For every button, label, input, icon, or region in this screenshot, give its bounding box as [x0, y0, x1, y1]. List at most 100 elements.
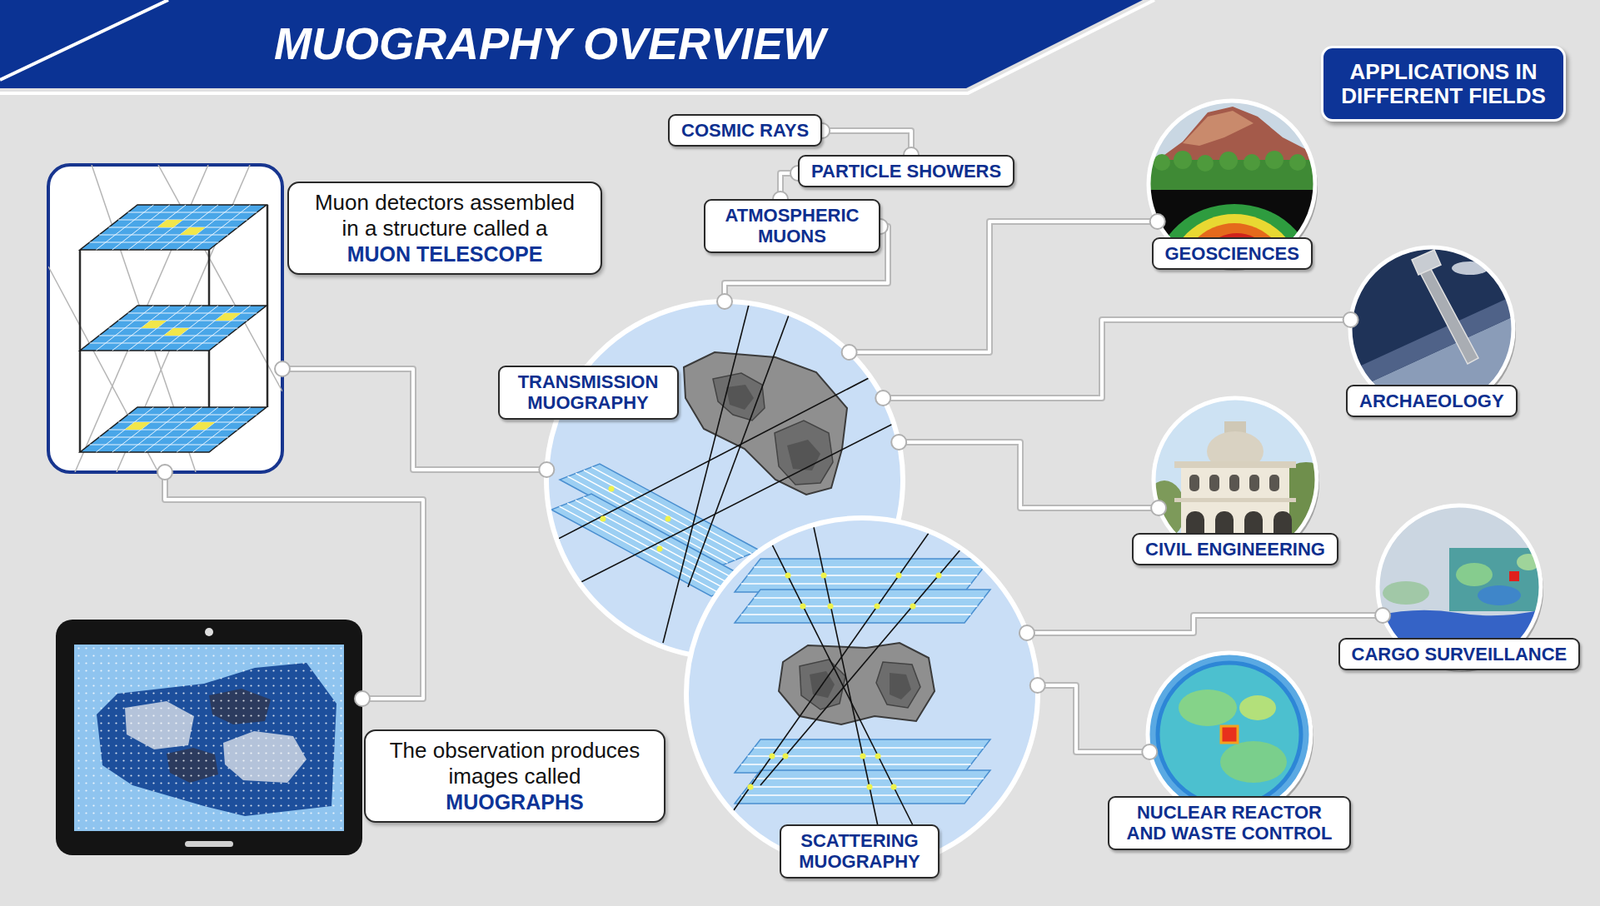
node-label: APPLICATIONS IN DIFFERENT FIELDS — [1338, 59, 1549, 108]
nuclear-picture — [1239, 695, 1277, 721]
application-circle: CIVIL ENGINEERING — [1131, 398, 1339, 566]
node-label: PARTICLE SHOWERS — [811, 160, 1002, 182]
geosciences-picture — [1148, 106, 1316, 192]
callout-text: The observation produces images called — [382, 737, 648, 790]
label-box: GEOSCIENCES — [1151, 237, 1313, 270]
connector — [1019, 608, 1391, 641]
connector-line — [849, 221, 1158, 353]
muon-telescope-illustration — [214, 313, 241, 321]
label-box: ARCHAEOLOGY — [1345, 384, 1518, 418]
scattering-illustration — [741, 567, 985, 584]
scattering-illustration — [769, 753, 776, 760]
geosciences-picture — [1148, 100, 1318, 346]
callout-bubble: Muon detectors assembled in a structure … — [287, 181, 603, 275]
geosciences-picture — [1289, 154, 1306, 171]
label-box: CARGO SURVEILLANCE — [1338, 638, 1581, 671]
muon-telescope-illustration — [48, 164, 283, 473]
nuclear-picture — [1220, 741, 1287, 783]
muon-telescope-illustration — [79, 204, 267, 250]
nuclear-picture — [1147, 652, 1314, 820]
scattering-illustration — [860, 753, 867, 760]
scattering-illustration — [936, 573, 943, 579]
scattering-illustration — [876, 662, 921, 708]
telescope-frame: Muon detectors assembled in a structure … — [48, 164, 283, 473]
scattering-illustration — [747, 784, 754, 791]
scattering-illustration — [734, 558, 991, 593]
transmission-illustration — [665, 516, 672, 523]
muon-telescope-illustration — [79, 407, 267, 453]
callout-keyword: MUOGRAPHS — [382, 789, 648, 815]
geosciences-picture — [1167, 214, 1301, 344]
muon-telescope-illustration — [79, 407, 267, 453]
method-circle: SCATTERING MUOGRAPHY — [686, 518, 1038, 870]
connector-line — [1026, 615, 1383, 634]
title-banner — [0, 0, 169, 80]
diagram-title: MUOGRAPHY OVERVIEW — [241, 17, 858, 70]
muon-telescope-illustration — [48, 164, 283, 473]
geosciences-picture — [1182, 110, 1254, 146]
connector — [891, 434, 1167, 516]
node-label: NUCLEAR REACTOR AND WASTE CONTROL — [1121, 802, 1338, 845]
connector-dot — [1150, 214, 1166, 230]
tablet-frame: The observation produces images calledMU… — [55, 619, 363, 856]
geosciences-picture — [1153, 154, 1171, 171]
nuclear-picture — [1157, 662, 1301, 807]
tablet-illustration — [204, 628, 214, 637]
archaeology-picture — [1415, 259, 1479, 364]
scattering-illustration — [686, 504, 1038, 870]
connector-line — [822, 130, 912, 155]
label-box: CIVIL ENGINEERING — [1131, 533, 1339, 566]
geosciences-picture — [1243, 154, 1261, 171]
callout-text: Muon detectors assembled in a structure … — [305, 189, 584, 242]
tablet-illustration — [74, 644, 344, 832]
geosciences-picture — [1219, 151, 1238, 170]
application-circle: ARCHAEOLOGY — [1345, 247, 1518, 418]
scattering-illustration — [734, 739, 991, 773]
connector-outline — [849, 221, 1158, 353]
scattering-illustration — [811, 515, 878, 827]
scattering-illustration — [741, 598, 985, 615]
node-label: CIVIL ENGINEERING — [1145, 538, 1326, 560]
connector-outline — [164, 472, 424, 699]
connector — [1030, 677, 1158, 760]
connector — [875, 312, 1358, 406]
node-label: COSMIC RAYS — [681, 119, 809, 141]
scattering-illustration — [785, 573, 792, 579]
scattering-illustration — [741, 747, 985, 765]
scattering-illustration — [741, 778, 985, 796]
muon-telescope-illustration — [79, 204, 267, 250]
muon-telescope-illustration — [79, 305, 267, 351]
transmission-illustration — [608, 486, 615, 493]
scattering-illustration — [754, 509, 924, 848]
tablet-illustration — [184, 841, 234, 848]
title-banner — [0, 0, 1155, 94]
geosciences-picture — [1196, 154, 1214, 172]
scattering-illustration — [874, 603, 881, 610]
civil-engineering-picture — [1189, 474, 1200, 492]
geosciences-picture — [1173, 150, 1192, 170]
scattering-illustration — [875, 753, 882, 760]
nuclear-picture — [1178, 689, 1237, 727]
callout-bubble: The observation produces images calledMU… — [363, 729, 666, 823]
muon-telescope-illustration — [79, 204, 268, 453]
civil-engineering-picture — [1174, 498, 1296, 503]
process-box: PARTICLE SHOWERS — [797, 154, 1015, 188]
scattering-illustration — [896, 573, 903, 579]
geosciences-picture — [1148, 100, 1316, 346]
connector-dot — [157, 464, 173, 480]
scattering-illustration — [889, 672, 912, 700]
muon-telescope-illustration — [157, 219, 184, 228]
connector — [157, 464, 424, 707]
transmission-illustration — [683, 352, 848, 495]
connector-dot — [891, 434, 907, 450]
label-box: TRANSMISSION MUOGRAPHY — [498, 365, 679, 420]
node-label: GEOSCIENCES — [1165, 243, 1300, 265]
scattering-illustration — [686, 518, 1038, 870]
nuclear-picture — [1221, 726, 1238, 743]
node-label: TRANSMISSION MUOGRAPHY — [511, 371, 666, 414]
scattering-illustration — [734, 739, 991, 773]
connector-outline — [898, 442, 1159, 509]
transmission-illustration — [551, 493, 752, 597]
connector-outline — [882, 319, 1351, 399]
label-box: NUCLEAR REACTOR AND WASTE CONTROL — [1107, 796, 1351, 851]
